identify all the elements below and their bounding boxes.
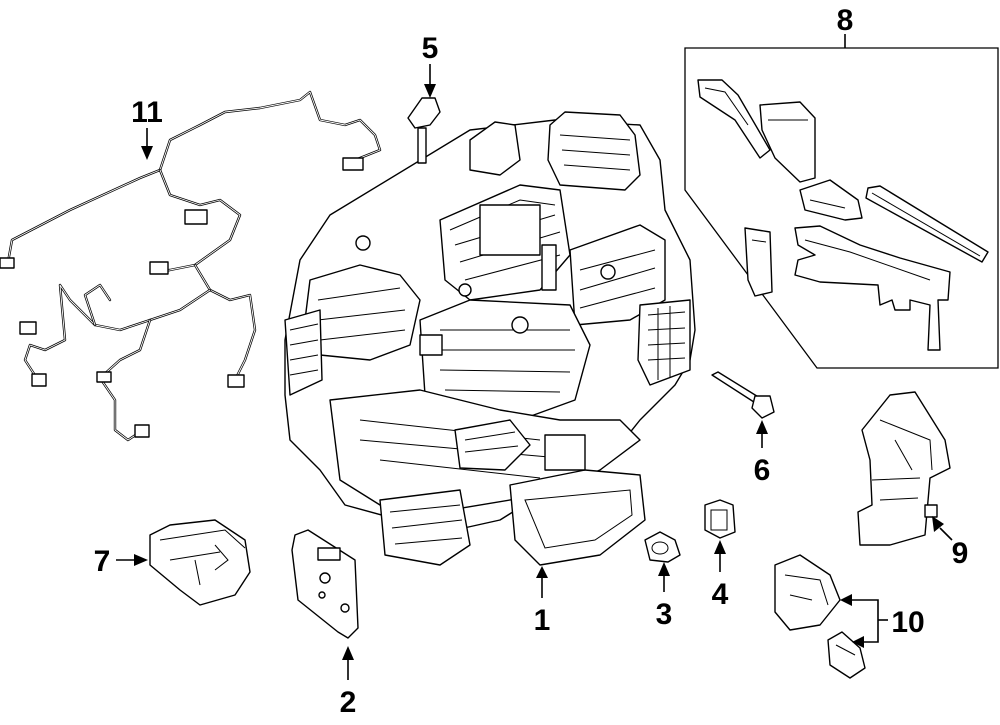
part-6-sensor-probe[interactable] xyxy=(711,371,775,419)
callout-7: 7 xyxy=(94,545,111,578)
callout-labels: 1 2 3 4 5 6 7 8 9 10 11 xyxy=(94,4,969,719)
part-5-sensor[interactable] xyxy=(407,97,441,164)
callout-leaders xyxy=(116,34,953,680)
part-9-bracket[interactable] xyxy=(857,391,951,546)
callout-5: 5 xyxy=(422,32,439,65)
part-8-seals[interactable] xyxy=(697,79,989,351)
part-3-grommet[interactable] xyxy=(644,531,681,563)
part-4-seal-ring[interactable] xyxy=(704,499,736,539)
callout-11: 11 xyxy=(131,96,163,129)
part-8-seal-kit-frame xyxy=(684,47,999,369)
callout-3: 3 xyxy=(656,598,673,631)
callout-9: 9 xyxy=(952,537,969,570)
part-1-hvac-case-assembly[interactable] xyxy=(284,111,696,566)
callout-1: 1 xyxy=(534,604,551,637)
callout-2: 2 xyxy=(340,686,357,719)
callout-10: 10 xyxy=(891,606,924,639)
part-10-actuators[interactable] xyxy=(774,554,866,679)
part-7-actuator[interactable] xyxy=(149,519,251,606)
callout-8: 8 xyxy=(837,4,854,37)
part-2-cover-plate[interactable] xyxy=(291,529,359,639)
callout-6: 6 xyxy=(754,454,771,487)
part-11-wiring-harness[interactable] xyxy=(0,90,382,442)
callout-4: 4 xyxy=(712,578,729,611)
